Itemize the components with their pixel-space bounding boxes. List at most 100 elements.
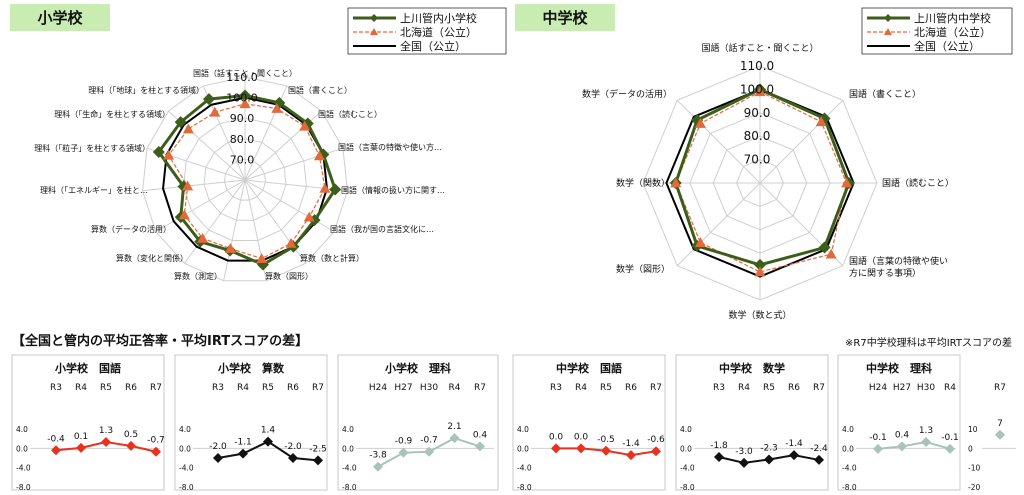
series-zenkoku-line <box>665 88 855 278</box>
mini-y-tick-label: 0.0 <box>16 444 28 453</box>
mini-point <box>398 447 409 458</box>
mini-x-tick-label: R5 <box>100 383 112 393</box>
radar-axis-label: 算数（図形） <box>265 271 313 281</box>
mini-data-label: 2.1 <box>447 422 461 432</box>
mini-chart-title: 中学校 国語 <box>556 361 622 375</box>
hokkaido-point <box>163 149 175 160</box>
radar-axis-label: 国語（書くこと） <box>288 85 352 95</box>
mini-chart-frame <box>11 354 165 491</box>
mini-x-tick-label: H24 <box>869 383 887 393</box>
radar-tick-label: 70.0 <box>744 153 771 167</box>
radar-grid-ring <box>183 117 307 241</box>
legend-label: 上川管内中学校 <box>914 11 991 25</box>
mini-point <box>995 429 1005 440</box>
radar-axis-label: 理科（「粒子」を柱とする領域） <box>34 143 150 153</box>
mini-y-tick-label: -20 <box>968 483 980 492</box>
mini-y-tick-label: 0.0 <box>842 444 854 453</box>
mini-y-tick-label: -8.0 <box>680 483 695 492</box>
hokkaido-point <box>178 209 190 220</box>
radar-tick-label: 80.0 <box>744 129 771 143</box>
mini-point <box>101 437 111 448</box>
mini-data-label: -1.4 <box>622 439 640 449</box>
radar-tick-label: 100.0 <box>740 82 774 96</box>
radar-axis-label: 国語（話すこと・聞くこと） <box>701 42 818 54</box>
mini-y-tick-label: 0.0 <box>179 444 191 453</box>
hokkaido-point <box>224 243 236 253</box>
hokkaido-point <box>182 123 194 134</box>
mini-y-tick-label: 4.0 <box>842 425 854 434</box>
mini-data-label: -0.9 <box>395 437 413 447</box>
mini-data-label: 7 <box>997 419 1003 429</box>
series-hokkaido-line <box>167 103 326 260</box>
mini-point <box>921 437 931 448</box>
radar-axis-label: 算数（測定） <box>174 271 222 281</box>
mini-y-tick-label: -8.0 <box>342 483 357 492</box>
mini-x-tick-label: H27 <box>893 383 911 393</box>
mini-data-label: -1.1 <box>234 438 252 448</box>
mini-x-tick-label: R7 <box>474 383 486 393</box>
hokkaido-point <box>319 182 331 193</box>
series-hokkaido-line <box>675 91 848 273</box>
radar-axis-label: 国語（言葉の特徴や使い方… <box>338 142 442 152</box>
mini-y-tick-label: 0.0 <box>517 444 529 453</box>
radar-grid-ring <box>203 138 287 221</box>
mini-point <box>739 457 749 468</box>
legend-label: 全国（公立） <box>400 39 466 53</box>
mini-data-label: 1.4 <box>261 426 276 436</box>
mini-x-tick-label: R7 <box>994 383 1006 393</box>
kannai-point <box>754 258 766 271</box>
radar-axis-label: 算数（データの活用） <box>91 224 171 234</box>
hokkaido-point <box>694 237 706 247</box>
mini-data-label: -0.1 <box>941 433 959 443</box>
legend-label: 北海道（公立） <box>400 25 477 39</box>
radar-tick-label: 100.0 <box>226 92 258 105</box>
hokkaido-point <box>841 177 853 188</box>
legend-marker <box>884 28 892 35</box>
mini-data-label: 0.4 <box>895 430 910 440</box>
mini-x-tick-label: R4 <box>575 383 587 393</box>
hokkaido-point <box>694 117 706 128</box>
hokkaido-point <box>670 177 682 188</box>
mini-point <box>626 450 636 461</box>
mini-y-tick-label: -8.0 <box>16 483 31 492</box>
hokkaido-point <box>299 120 311 131</box>
legend-marker <box>370 28 378 35</box>
mini-y-tick-label: 10 <box>968 425 978 434</box>
mini-data-label: -2.0 <box>284 442 302 452</box>
mini-data-label: -1.8 <box>710 441 728 451</box>
mini-point <box>576 443 586 454</box>
legend-label: 全国（公立） <box>914 39 980 53</box>
mini-data-label: -3.8 <box>369 451 387 461</box>
note-text: ※R7中学校理科は平均IRTスコアの差 <box>845 338 1012 349</box>
mini-point <box>551 443 561 454</box>
mini-data-label: 1.3 <box>99 426 113 436</box>
radar-grid-ring <box>142 76 348 282</box>
kannai-point <box>202 93 215 106</box>
radar-axis-label: 国語（我が国の言語文化に… <box>330 224 434 234</box>
mini-y-tick-label: -8.0 <box>842 483 857 492</box>
kannai-point <box>174 116 187 129</box>
mini-data-label: 1.3 <box>919 426 933 436</box>
mini-point <box>764 454 774 465</box>
mini-x-tick-label: H27 <box>394 383 412 393</box>
mini-x-tick-label: R4 <box>75 383 87 393</box>
radar-spoke <box>184 179 246 264</box>
section-title: 【全国と管内の平均正答率・平均IRTスコアの差】 <box>12 334 309 349</box>
mini-y-tick-label: 0 <box>968 444 973 453</box>
mini-point <box>151 446 161 457</box>
mini-x-tick-label: R6 <box>287 383 299 393</box>
mini-data-label: 0.0 <box>549 432 564 442</box>
hokkaido-point <box>256 253 268 263</box>
radar-spoke <box>244 179 335 232</box>
radar-tick-label: 70.0 <box>230 153 255 166</box>
radar-tick-label: 80.0 <box>230 133 255 146</box>
mini-point <box>651 446 661 457</box>
kannai-point <box>329 183 342 196</box>
mini-point <box>714 452 724 463</box>
mini-x-tick-label: R7 <box>312 383 324 393</box>
mini-y-tick-label: -8.0 <box>179 483 194 492</box>
radar-tick-label: 110.0 <box>740 59 774 73</box>
mini-chart-frame <box>337 354 499 491</box>
mini-data-label: 0.0 <box>574 432 589 442</box>
legend-label: 上川管内小学校 <box>400 11 477 25</box>
